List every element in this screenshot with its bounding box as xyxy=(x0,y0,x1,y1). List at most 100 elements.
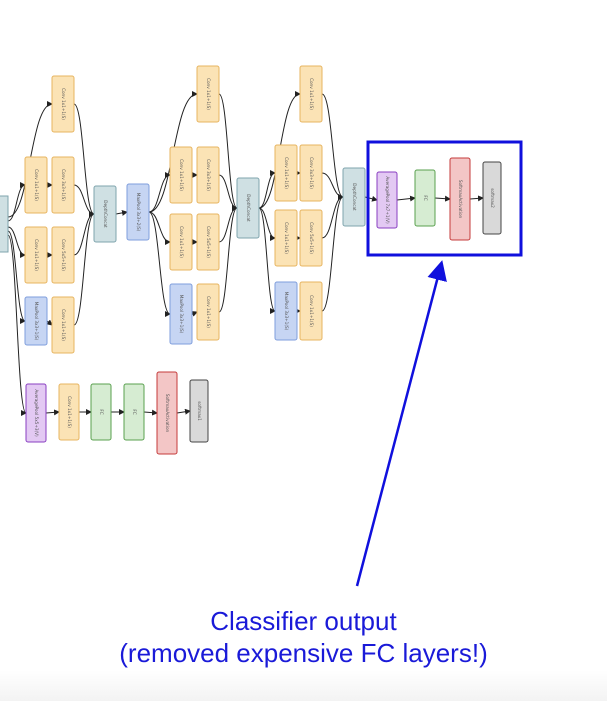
node-box xyxy=(24,156,48,214)
node-box xyxy=(414,169,436,227)
node-label: AveragePool 7x7+1(V) xyxy=(385,176,390,224)
edge xyxy=(7,230,26,324)
node-label: Conv 1x1+1(S) xyxy=(284,222,289,254)
node-box xyxy=(342,167,366,227)
node-label: Conv 1x1+1(S) xyxy=(34,239,39,271)
node-label: Conv 5x5+1(S) xyxy=(309,222,314,254)
annotation-arrow xyxy=(355,260,447,587)
node-label: Conv 1x1+1(S) xyxy=(67,396,72,428)
node-conv: Conv 1x1+1(S) xyxy=(24,226,48,284)
node-box xyxy=(196,146,220,204)
node-label: MaxPool 3x3+1(S) xyxy=(179,295,184,334)
node-avgpool: AveragePool 7x7+1(V) xyxy=(376,171,398,229)
node-box xyxy=(169,283,193,345)
node-pool: MaxPool 3x3+2(S) xyxy=(126,183,150,241)
input-node xyxy=(0,195,9,253)
node-box xyxy=(24,226,48,284)
edge xyxy=(148,211,171,245)
caption-line-2: (removed expensive FC layers!) xyxy=(119,638,488,668)
node-label: softmax1 xyxy=(197,401,202,421)
node-softmax-act: SoftmaxActivation xyxy=(449,157,471,241)
node-fc: FC xyxy=(414,169,436,227)
node-conv: Conv 1x1+1(S) xyxy=(274,144,298,202)
node-box xyxy=(449,157,471,241)
node-conv: Conv 1x1+1(S) xyxy=(51,296,75,354)
node-box xyxy=(51,156,75,214)
node-box xyxy=(299,65,323,123)
node-box xyxy=(156,371,178,455)
node-box xyxy=(482,161,502,235)
edge xyxy=(7,182,26,222)
edge xyxy=(258,207,276,241)
node-label: FC xyxy=(99,409,104,414)
node-pool: MaxPool 3x3+1(S) xyxy=(169,283,193,345)
highlight-overlay xyxy=(355,140,523,587)
node-conv: Conv 1x1+1(S) xyxy=(299,65,323,123)
node-box xyxy=(196,283,220,341)
edge xyxy=(73,211,95,256)
edge xyxy=(321,194,344,239)
edge xyxy=(7,234,27,416)
node-label: DepthConcat xyxy=(352,183,357,211)
node-label: MaxPool 3x3+1(S) xyxy=(34,302,39,341)
edge xyxy=(218,205,238,313)
bottom-fade xyxy=(0,670,607,701)
node-pool: MaxPool 3x3+1(S) xyxy=(274,281,298,341)
node-box xyxy=(24,296,48,346)
node-label: Conv 1x1+1(S) xyxy=(284,157,289,189)
edge xyxy=(7,226,26,258)
node-label: Conv 1x1+1(S) xyxy=(309,78,314,110)
node-box xyxy=(196,213,220,271)
node-label: Conv 3x3+1(S) xyxy=(61,169,66,201)
edge xyxy=(46,319,53,326)
node-box xyxy=(93,185,117,243)
node-box xyxy=(376,171,398,229)
node-label: AveragePool 5x5+3(V) xyxy=(34,389,39,437)
node-box xyxy=(123,383,145,441)
node-conv: Conv 1x1+1(S) xyxy=(299,281,323,341)
node-box xyxy=(58,383,80,441)
node-conv: Conv 1x1+1(S) xyxy=(196,65,220,123)
node-box xyxy=(299,281,323,341)
node-label: Conv 1x1+1(S) xyxy=(206,296,211,328)
node-box xyxy=(51,226,75,284)
node-label: Conv 1x1+1(S) xyxy=(206,78,211,110)
node-label: MaxPool 3x3+1(S) xyxy=(284,292,289,331)
node-box xyxy=(189,379,209,443)
edge xyxy=(396,195,416,202)
node-fc: FC xyxy=(90,383,112,441)
edge xyxy=(176,408,191,415)
edge xyxy=(321,194,344,312)
node-label: Conv 5x5+1(S) xyxy=(206,226,211,258)
node-label: MaxPool 3x3+2(S) xyxy=(136,193,141,232)
node-softmax: softmax2 xyxy=(482,161,502,235)
node-fc: FC xyxy=(123,383,145,441)
node-box xyxy=(274,209,298,267)
node-conv: Conv 3x3+1(S) xyxy=(299,144,323,202)
node-box xyxy=(25,383,47,443)
node-label: SoftmaxActivation xyxy=(165,394,170,433)
node-box xyxy=(51,296,75,354)
node-conv: Conv 3x3+1(S) xyxy=(51,156,75,214)
node-label: FC xyxy=(132,409,137,414)
node-conv: Conv 3x3+1(S) xyxy=(196,146,220,204)
node-conv: Conv 1x1+1(S) xyxy=(169,146,193,204)
node-concat: DepthConcat xyxy=(236,177,260,239)
node-label: Conv 1x1+1(S) xyxy=(179,159,184,191)
edge xyxy=(148,172,171,213)
edge xyxy=(258,207,276,314)
node-label: Conv 1x1+1(S) xyxy=(34,169,39,201)
edge xyxy=(45,409,60,416)
edge xyxy=(115,209,128,216)
edge xyxy=(148,211,171,317)
node-box xyxy=(51,75,75,133)
node-box xyxy=(299,144,323,202)
node-conv: Conv 1x1+1(S) xyxy=(58,383,80,441)
node-box xyxy=(236,177,260,239)
node-label: DepthConcat xyxy=(246,194,251,222)
node-pool: MaxPool 3x3+1(S) xyxy=(24,296,48,346)
node-label: Conv 1x1+1(S) xyxy=(61,309,66,341)
edge xyxy=(73,103,95,217)
node-softmax: softmax1 xyxy=(189,379,209,443)
node-label: SoftmaxActivation xyxy=(458,180,463,219)
